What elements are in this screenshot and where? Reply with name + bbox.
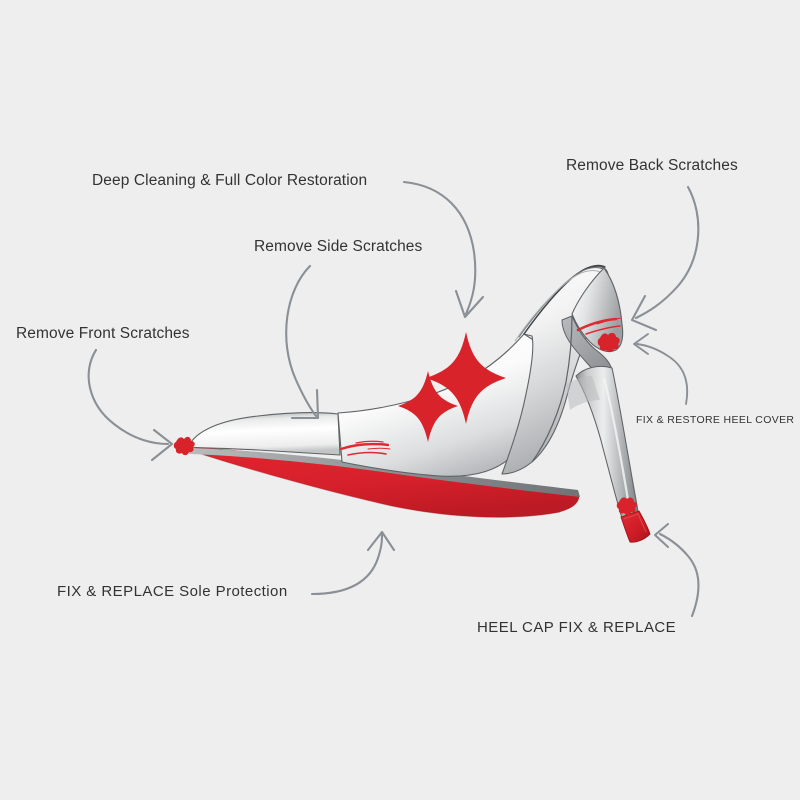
side-scratch-mark (339, 440, 391, 456)
sparkle-large (426, 332, 506, 424)
sparkle-small (398, 371, 458, 442)
label-side-scratches: Remove Side Scratches (254, 238, 423, 255)
label-heel-cap: HEEL CAP FIX & REPLACE (477, 619, 677, 636)
label-back-scratches: Remove Back Scratches (566, 157, 738, 174)
shoe-topline-shadow (514, 269, 601, 342)
arrow-deep-cleaning (402, 180, 485, 319)
heel-seat (566, 376, 600, 410)
heel-tip-scuff (616, 497, 637, 516)
toe-scuff-mark (173, 436, 195, 456)
arrow-heel-cover (633, 333, 689, 405)
stiletto-heel-shaft (575, 365, 639, 519)
heel-cover-scuff (597, 332, 620, 353)
red-sole (191, 447, 580, 518)
arrow-front-scratches (87, 348, 174, 462)
heel-shaft-highlight (602, 377, 630, 501)
arrow-back-scratches (630, 185, 700, 332)
heel-back-scratch-mark (576, 317, 622, 335)
arrow-side-scratches (285, 264, 320, 420)
arrow-sole-protection (310, 530, 396, 596)
annotation-arrows (87, 180, 700, 618)
sole-welt (189, 448, 580, 497)
label-heel-cover: FIX & RESTORE HEEL COVER (636, 414, 795, 426)
shoe-illustration (173, 264, 651, 543)
label-deep-cleaning: Deep Cleaning & Full Color Restoration (92, 172, 368, 189)
label-front-scratches: Remove Front Scratches (16, 325, 190, 342)
arrow-heel-cap (653, 522, 700, 618)
red-heel-tip (620, 510, 651, 543)
label-sole-protection: FIX & REPLACE Sole Protection (57, 583, 288, 600)
shoe-arch-curve (531, 315, 573, 463)
shoe-toe-box (187, 412, 341, 456)
